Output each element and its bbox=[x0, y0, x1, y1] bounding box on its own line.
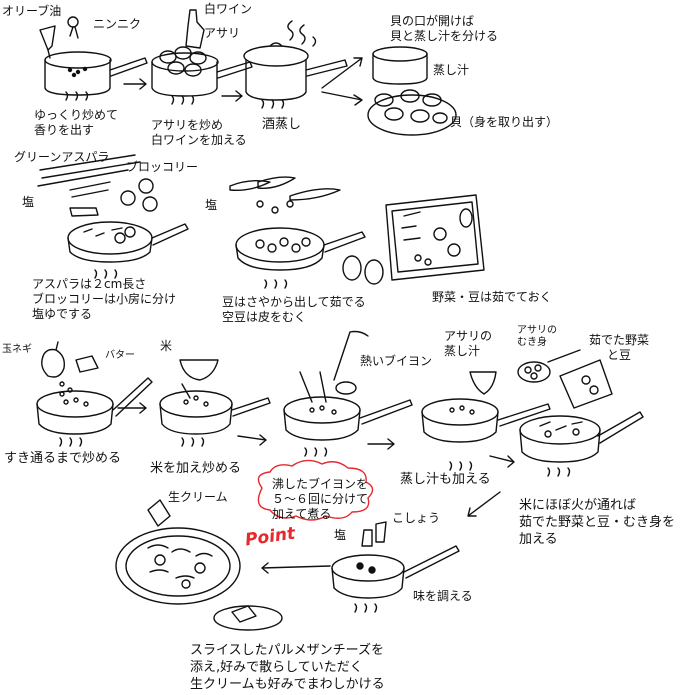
arrow-r3-3 bbox=[367, 438, 395, 450]
broth-bowl-icon bbox=[372, 46, 428, 85]
step2-row1-text: アサリを炒め 白ワインを加える bbox=[151, 118, 247, 147]
pan-bouillon-icon bbox=[283, 371, 413, 457]
spoon-clam-icon bbox=[517, 349, 581, 383]
olive-oil-bottle-icon bbox=[39, 25, 56, 59]
pea-pods-icon bbox=[229, 176, 341, 214]
arrow-r4-1 bbox=[467, 491, 501, 517]
arrow-2 bbox=[221, 90, 243, 102]
step-a-row2-text: アスパラは２cm長さ ブロッコリーは小房に分け 塩ゆでする bbox=[32, 277, 177, 321]
pot-3-icon bbox=[243, 20, 348, 109]
pan-rice-icon bbox=[159, 390, 271, 447]
vegetable-tray-icon bbox=[385, 194, 485, 281]
arrow-r3-1 bbox=[117, 402, 147, 414]
clam-plate-icon bbox=[367, 89, 457, 136]
final-note-text: スライスしたパルメザンチーズを 添え,好みで散らしていただく 生クリームも好みで… bbox=[190, 643, 385, 692]
arrow-3-up bbox=[321, 57, 363, 89]
salt-icon bbox=[361, 529, 373, 547]
step3-row1-text: 酒蒸し bbox=[262, 117, 302, 132]
cloud-outline bbox=[257, 459, 374, 521]
pan-final-icon bbox=[519, 411, 644, 477]
asparagus-icon bbox=[37, 154, 141, 217]
onion-label: 玉ネギ bbox=[2, 344, 32, 355]
salt-label-a: 塩 bbox=[22, 195, 35, 209]
step1-row3-text: すき通るまで炒める bbox=[4, 451, 122, 466]
pepper-label: こしょう bbox=[392, 511, 441, 525]
pan-beans-icon bbox=[235, 227, 384, 289]
white-wine-label: 白ワイン bbox=[204, 2, 253, 16]
garlic-icon bbox=[67, 16, 79, 39]
veg-box-icon bbox=[559, 359, 613, 409]
step-c-row2-text: 野菜・豆は茹でておく bbox=[432, 290, 552, 304]
season-text: 味を調える bbox=[413, 589, 473, 603]
cloud-note-text: 沸したブイヨンを ５～６回に分けて 加えて煮る bbox=[272, 477, 369, 521]
arrow-r3-4 bbox=[489, 455, 515, 468]
pan-season-icon bbox=[331, 545, 460, 613]
step4-row3-text: 米にほぼ火が通れば 茹でた野菜と豆・むき身を 加える bbox=[519, 498, 676, 547]
ladle-icon bbox=[333, 330, 369, 395]
clam-meat-label: アサリの むき身 bbox=[517, 325, 557, 348]
garlic-label: ニンニク bbox=[93, 17, 142, 31]
white-wine-bottle-icon bbox=[185, 9, 205, 49]
pepper-icon bbox=[375, 521, 387, 543]
arrow-1 bbox=[123, 78, 147, 90]
pan-asparagus-icon bbox=[67, 221, 189, 279]
pan-1-icon bbox=[44, 51, 148, 101]
parmesan-plate-icon bbox=[213, 605, 283, 631]
hot-bouillon-label: 熱いブイヨン bbox=[360, 354, 433, 368]
clams-label: アサリ bbox=[204, 26, 241, 40]
pan-broth-icon bbox=[421, 398, 551, 471]
arrow-r4-2 bbox=[261, 562, 331, 574]
butter-icon bbox=[75, 355, 99, 373]
pan-2-icon bbox=[151, 46, 253, 105]
step2-row3-text: 米を加え炒める bbox=[150, 461, 242, 476]
olive-oil-label: オリーブ油 bbox=[2, 4, 62, 18]
asparagus-label: グリーンアスパラ bbox=[14, 150, 110, 164]
boiled-veg-label: 茹でた野菜 と豆 bbox=[589, 333, 650, 362]
broth-label: 蒸し汁 bbox=[433, 63, 470, 77]
onion-icon bbox=[41, 341, 73, 397]
arrow-r3-2 bbox=[237, 434, 267, 446]
step3-row3-text: 蒸し汁も加える bbox=[400, 472, 491, 487]
salt-label-b: 塩 bbox=[205, 198, 218, 212]
step1-row1-text: ゆっくり炒めて 香りを出す bbox=[34, 108, 119, 137]
butter-label: バター bbox=[105, 350, 135, 361]
broccoli-label: ブロッコリー bbox=[126, 160, 199, 174]
rice-label: 米 bbox=[160, 339, 173, 353]
step4-row1-text: 貝の口が開けば 貝と蒸し汁を分ける bbox=[390, 14, 499, 43]
pan-onion-icon bbox=[36, 377, 153, 447]
arrow-3-down bbox=[321, 91, 363, 106]
broccoli-icon bbox=[120, 178, 158, 212]
risotto-plate-icon bbox=[115, 527, 241, 605]
clam-broth-cup-icon bbox=[469, 371, 497, 395]
cream-label: 生クリーム bbox=[168, 490, 228, 504]
cream-carton-icon bbox=[147, 499, 171, 527]
shell-label: 貝（身を取り出す） bbox=[450, 115, 559, 129]
clam-broth-label: アサリの 蒸し汁 bbox=[444, 329, 493, 358]
salt-label-row4: 塩 bbox=[334, 528, 347, 542]
step-b-row2-text: 豆はさやから出して茹でる 空豆は皮をむく bbox=[222, 295, 366, 324]
